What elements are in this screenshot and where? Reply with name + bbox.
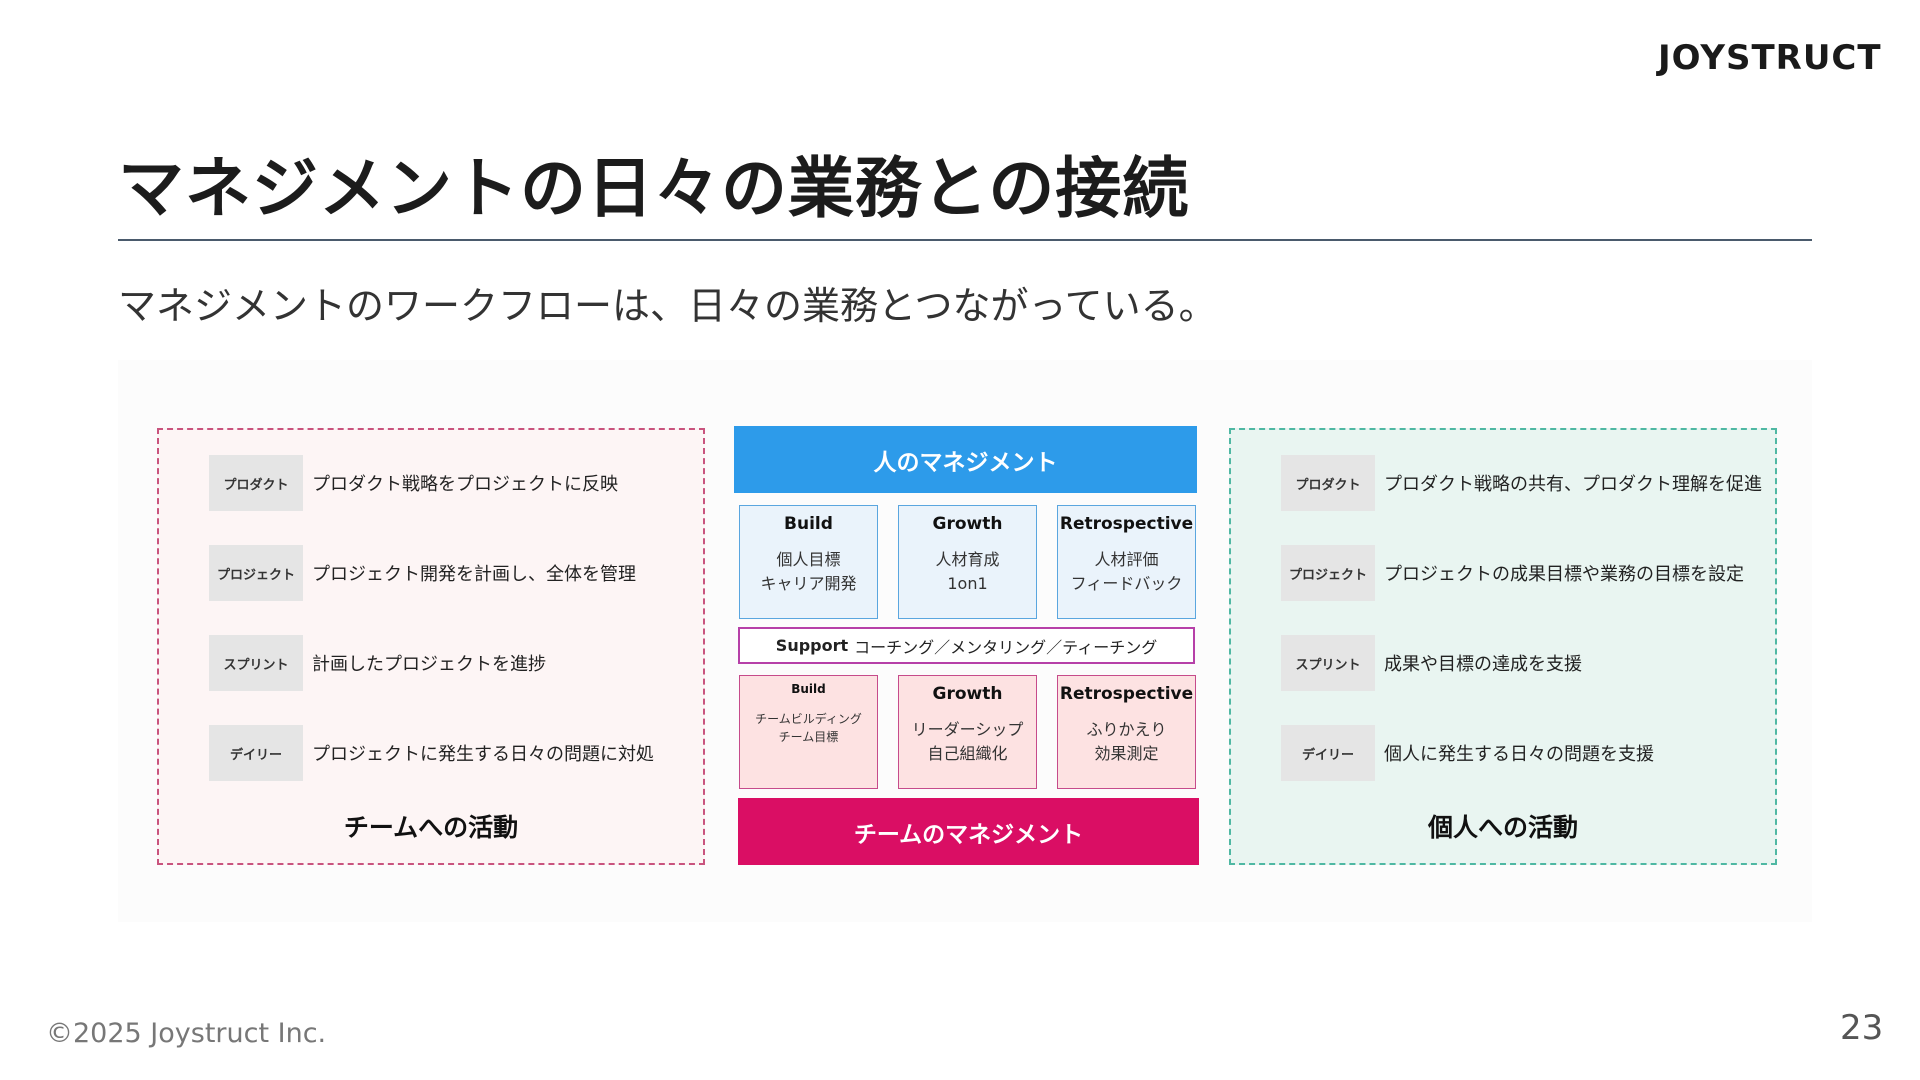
team-activity-panel: プロダクト プロダクト戦略をプロジェクトに反映 プロジェクト プロジェクト開発を… bbox=[157, 428, 705, 865]
row-description: プロジェクト開発を計画し、全体を管理 bbox=[312, 564, 636, 585]
team-row-product: プロダクト プロダクト戦略をプロジェクトに反映 bbox=[209, 455, 618, 511]
page-number: 23 bbox=[1840, 1008, 1884, 1048]
row-description: 個人に発生する日々の問題を支援 bbox=[1384, 744, 1654, 765]
cell-heading: Build bbox=[791, 682, 826, 696]
cell-line: ふりかえり bbox=[1086, 720, 1167, 739]
title-divider bbox=[118, 239, 1812, 241]
company-logo: JOYSTRUCT bbox=[1658, 38, 1882, 78]
cell-line: 自己組織化 bbox=[927, 744, 1008, 763]
cell-line: フィードバック bbox=[1070, 574, 1183, 593]
individual-row-sprint: スプリント 成果や目標の達成を支援 bbox=[1281, 635, 1582, 691]
individual-row-daily: デイリー 個人に発生する日々の問題を支援 bbox=[1281, 725, 1654, 781]
copyright-text: ©2025 Joystruct Inc. bbox=[46, 1018, 327, 1049]
people-build-cell: Build 個人目標 キャリア開発 bbox=[739, 505, 878, 619]
cell-heading: Growth bbox=[932, 684, 1003, 704]
row-tag: スプリント bbox=[209, 635, 303, 691]
row-description: プロダクト戦略の共有、プロダクト理解を促進 bbox=[1384, 474, 1762, 495]
cell-line: リーダーシップ bbox=[911, 720, 1024, 739]
team-management-bar: チームのマネジメント bbox=[738, 798, 1199, 865]
management-block: 人のマネジメント Build 個人目標 キャリア開発 Growth 人材育成 1… bbox=[734, 426, 1200, 866]
people-growth-cell: Growth 人材育成 1on1 bbox=[898, 505, 1037, 619]
individual-row-product: プロダクト プロダクト戦略の共有、プロダクト理解を促進 bbox=[1281, 455, 1762, 511]
cell-line: キャリア開発 bbox=[760, 574, 857, 593]
support-label: Support bbox=[775, 636, 849, 655]
cell-line: 個人目標 bbox=[776, 550, 841, 569]
cell-line: 効果測定 bbox=[1094, 744, 1159, 763]
row-tag: プロジェクト bbox=[1281, 545, 1375, 601]
cell-line: 人材評価 bbox=[1094, 550, 1159, 569]
slide-subtitle: マネジメントのワークフローは、日々の業務とつながっている。 bbox=[118, 284, 1217, 328]
individual-row-project: プロジェクト プロジェクトの成果目標や業務の目標を設定 bbox=[1281, 545, 1744, 601]
individual-activity-panel: プロダクト プロダクト戦略の共有、プロダクト理解を促進 プロジェクト プロジェク… bbox=[1229, 428, 1777, 865]
team-row-daily: デイリー プロジェクトに発生する日々の問題に対処 bbox=[209, 725, 654, 781]
team-growth-cell: Growth リーダーシップ 自己組織化 bbox=[898, 675, 1037, 789]
cell-text: リーダーシップ 自己組織化 bbox=[899, 718, 1036, 766]
cell-text: 人材評価 フィードバック bbox=[1058, 548, 1195, 596]
cell-text: 個人目標 キャリア開発 bbox=[740, 548, 877, 596]
cell-line: 人材育成 bbox=[935, 550, 1000, 569]
cell-text: 人材育成 1on1 bbox=[899, 548, 1036, 596]
row-description: プロジェクトに発生する日々の問題に対処 bbox=[312, 744, 654, 765]
people-management-bar: 人のマネジメント bbox=[734, 426, 1197, 493]
cell-heading: Growth bbox=[932, 514, 1003, 534]
row-tag: プロジェクト bbox=[209, 545, 303, 601]
support-text: コーチング／メンタリング／ティーチング bbox=[854, 637, 1158, 657]
support-band: Support コーチング／メンタリング／ティーチング bbox=[738, 627, 1195, 664]
cell-heading: Retrospective bbox=[1059, 684, 1194, 704]
cell-line: 1on1 bbox=[947, 574, 988, 593]
cell-text: チームビルディング チーム目標 bbox=[740, 710, 877, 746]
row-tag: デイリー bbox=[1281, 725, 1375, 781]
row-description: 計画したプロジェクトを進捗 bbox=[312, 654, 546, 675]
cell-line: チーム目標 bbox=[778, 730, 839, 744]
cell-heading: Build bbox=[784, 514, 833, 534]
people-retrospective-cell: Retrospective 人材評価 フィードバック bbox=[1057, 505, 1196, 619]
row-tag: プロダクト bbox=[209, 455, 303, 511]
individual-panel-label: 個人への活動 bbox=[1427, 813, 1578, 842]
row-tag: スプリント bbox=[1281, 635, 1375, 691]
row-tag: デイリー bbox=[209, 725, 303, 781]
slide-title: マネジメントの日々の業務との接続 bbox=[118, 150, 1190, 227]
row-description: 成果や目標の達成を支援 bbox=[1384, 654, 1582, 675]
cell-line: チームビルディング bbox=[755, 712, 862, 726]
row-description: プロダクト戦略をプロジェクトに反映 bbox=[312, 474, 618, 495]
cell-heading: Retrospective bbox=[1059, 514, 1194, 534]
team-row-sprint: スプリント 計画したプロジェクトを進捗 bbox=[209, 635, 546, 691]
cell-text: ふりかえり 効果測定 bbox=[1058, 718, 1195, 766]
team-retrospective-cell: Retrospective ふりかえり 効果測定 bbox=[1057, 675, 1196, 789]
row-tag: プロダクト bbox=[1281, 455, 1375, 511]
row-description: プロジェクトの成果目標や業務の目標を設定 bbox=[1384, 564, 1744, 585]
team-panel-label: チームへの活動 bbox=[343, 813, 519, 842]
team-build-cell: Build チームビルディング チーム目標 bbox=[739, 675, 878, 789]
team-row-project: プロジェクト プロジェクト開発を計画し、全体を管理 bbox=[209, 545, 636, 601]
